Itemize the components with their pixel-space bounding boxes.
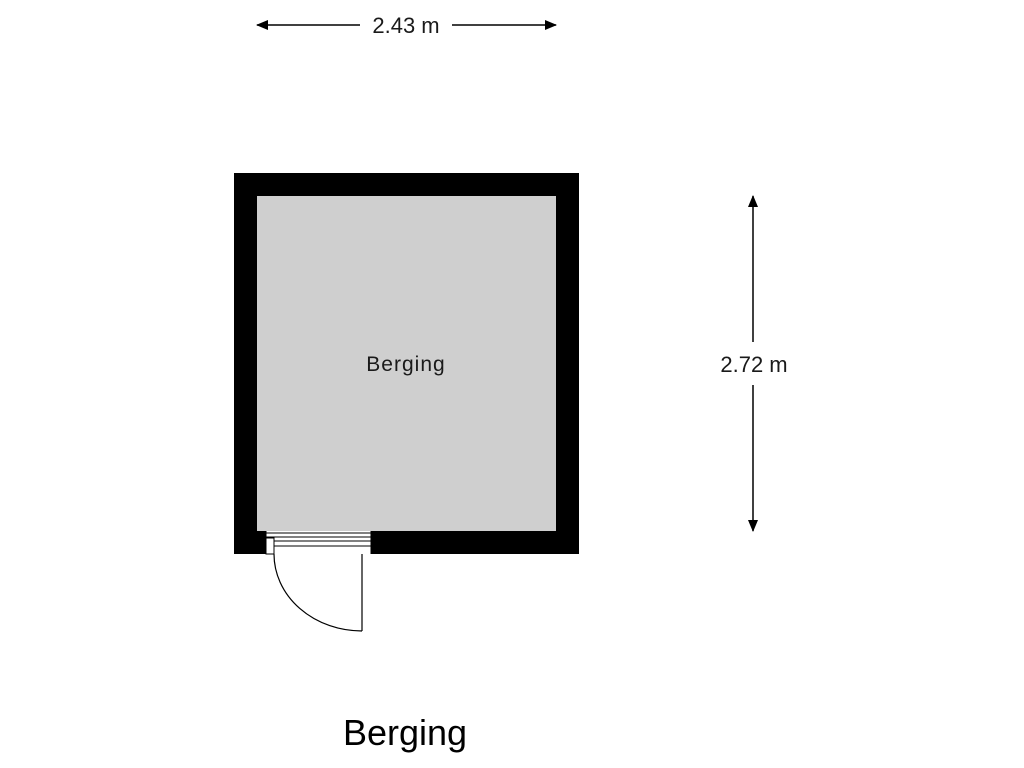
wall-bottom-left [234, 531, 266, 554]
height-dimension-label: 2.72 m [720, 352, 787, 377]
room-floor [257, 196, 556, 531]
wall-bottom-right [371, 531, 579, 554]
room-label: Berging [366, 353, 445, 376]
door-swing-arc [273, 553, 363, 632]
door [265, 537, 363, 632]
door-threshold [265, 531, 372, 554]
wall-left [234, 173, 257, 554]
wall-top [234, 173, 579, 196]
room-berging: Berging [234, 173, 579, 632]
door-jamb [265, 537, 275, 555]
width-dimension-label: 2.43 m [372, 13, 439, 38]
width-dimension: 2.43 m [256, 13, 557, 38]
plan-title: Berging [343, 712, 467, 753]
height-dimension: 2.72 m [720, 195, 788, 532]
wall-right [556, 173, 579, 554]
